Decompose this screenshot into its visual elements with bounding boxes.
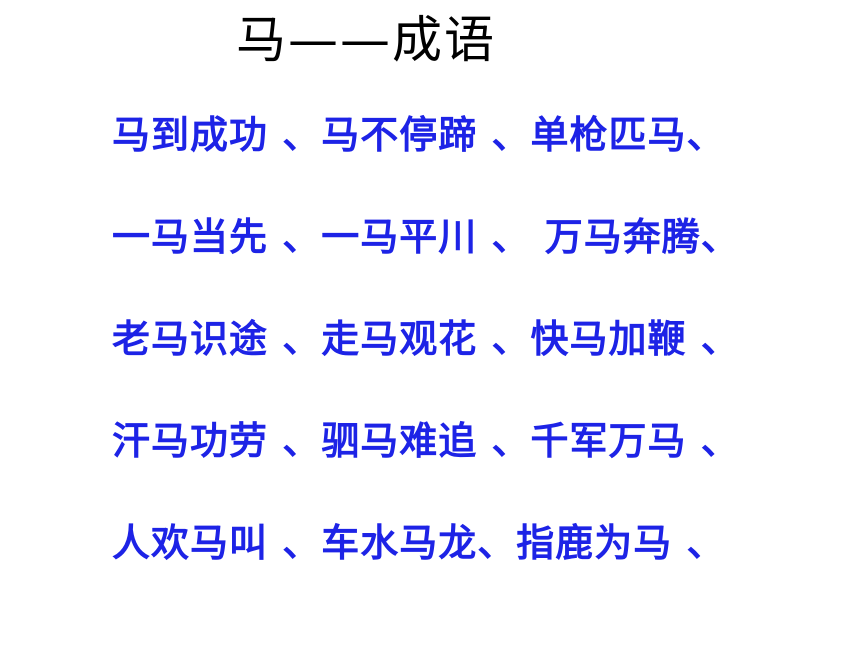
idiom-line-5: 人欢马叫 、车水马龙、指鹿为马 、 (112, 521, 726, 565)
idiom-line-4: 汗马功劳 、驷马难追 、千军万马 、 (112, 419, 740, 463)
slide-title: 马——成语 (236, 11, 496, 69)
idiom-line-2: 一马当先 、一马平川 、 万马奔腾、 (112, 215, 740, 259)
idiom-line-3: 老马识途 、走马观花 、快马加鞭 、 (112, 317, 740, 361)
idiom-list: 马到成功 、马不停蹄 、单枪匹马、 一马当先 、一马平川 、 万马奔腾、 老马识… (112, 110, 832, 620)
idiom-line-1: 马到成功 、马不停蹄 、单枪匹马、 (112, 113, 726, 157)
